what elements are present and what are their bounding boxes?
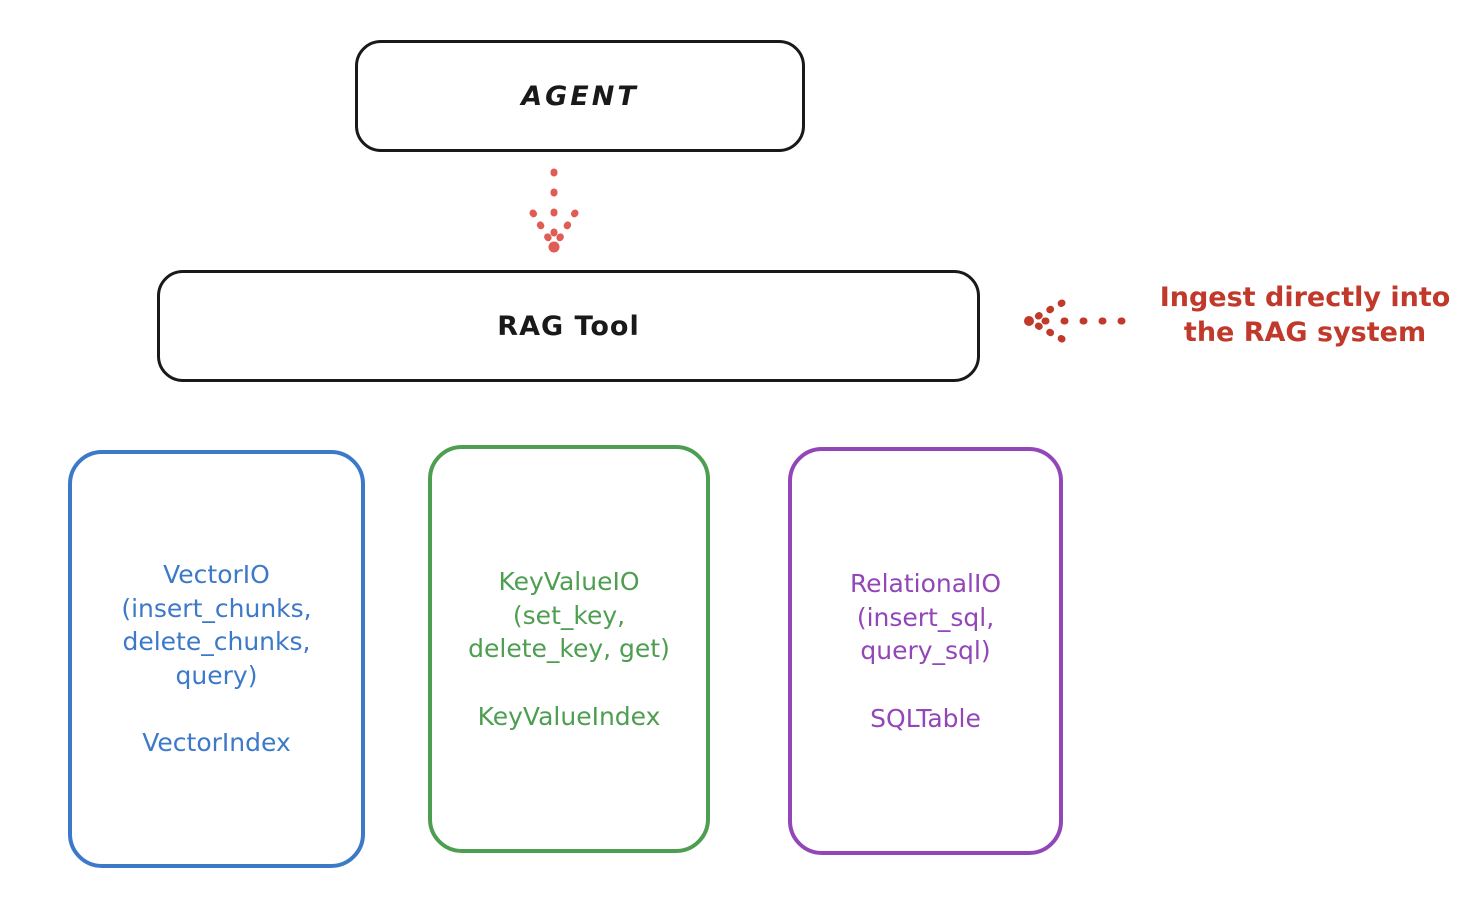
vector-index-label: VectorIndex: [142, 728, 291, 758]
vector-io-api-label: VectorIO (insert_chunks, delete_chunks, …: [121, 560, 312, 690]
node-rag-tool-label: RAG Tool: [497, 310, 640, 342]
node-keyvalue-io[interactable]: KeyValueIO (set_key, delete_key, get) Ke…: [428, 445, 710, 853]
node-agent[interactable]: AGENT: [355, 40, 805, 152]
node-vector-io[interactable]: VectorIO (insert_chunks, delete_chunks, …: [68, 450, 365, 868]
relational-io-api-label: RelationalIO (insert_sql, query_sql): [849, 569, 1002, 665]
node-relational-io[interactable]: RelationalIO (insert_sql, query_sql) SQL…: [788, 447, 1063, 855]
keyvalue-io-api-label: KeyValueIO (set_key, delete_key, get): [468, 567, 670, 663]
annotation-ingest: Ingest directly into the RAG system: [1159, 282, 1451, 348]
keyvalue-index-label: KeyValueIndex: [477, 701, 661, 731]
agent-to-rag-dotted-arrow: [529, 168, 579, 253]
sql-table-label: SQLTable: [870, 703, 981, 733]
ingest-dotted-arrow: [1024, 299, 1126, 343]
node-rag-tool[interactable]: RAG Tool: [157, 270, 980, 382]
node-agent-label: AGENT: [521, 80, 639, 112]
